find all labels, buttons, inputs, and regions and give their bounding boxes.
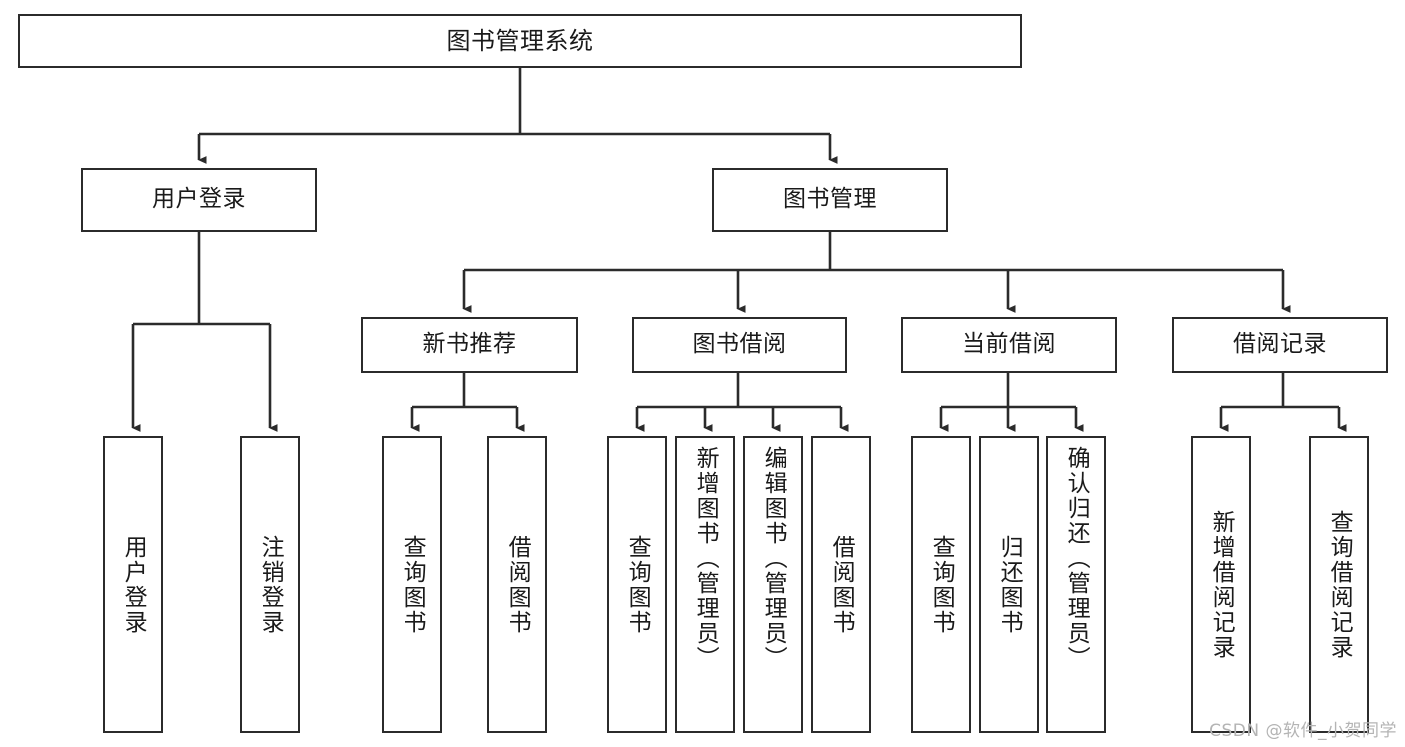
- node-book-management[interactable]: 图书管理: [712, 168, 948, 232]
- node-book-borrow[interactable]: 图书借阅: [632, 317, 847, 373]
- leaf-label: 借阅图书: [504, 534, 531, 635]
- leaf-edit-book-admin[interactable]: 编辑图书（管理员）: [743, 436, 803, 733]
- leaf-query-book-current[interactable]: 查询图书: [911, 436, 971, 733]
- leaf-query-book-recommend[interactable]: 查询图书: [382, 436, 442, 733]
- leaf-user-logout[interactable]: 注销登录: [240, 436, 300, 733]
- node-label: 新书推荐: [422, 331, 517, 358]
- node-borrow-record[interactable]: 借阅记录: [1172, 317, 1388, 373]
- leaf-label: 归还图书: [996, 534, 1023, 635]
- leaf-label: 查询图书: [624, 534, 651, 635]
- leaf-borrow-book-recommend[interactable]: 借阅图书: [487, 436, 547, 733]
- node-current-borrow[interactable]: 当前借阅: [901, 317, 1117, 373]
- csdn-watermark: CSDN @软件_小贺同学: [1209, 721, 1397, 741]
- leaf-return-book[interactable]: 归还图书: [979, 436, 1039, 733]
- node-new-book-recommend[interactable]: 新书推荐: [361, 317, 578, 373]
- node-root-book-management-system[interactable]: 图书管理系统: [18, 14, 1022, 68]
- leaf-label: 新增借阅记录: [1208, 509, 1235, 660]
- node-label: 当前借阅: [962, 331, 1056, 358]
- leaf-query-borrow-record[interactable]: 查询借阅记录: [1309, 436, 1369, 733]
- leaf-add-borrow-record[interactable]: 新增借阅记录: [1191, 436, 1251, 733]
- node-label: 图书管理系统: [446, 26, 594, 55]
- node-label: 借阅记录: [1233, 331, 1327, 358]
- leaf-label: 查询借阅记录: [1326, 509, 1353, 660]
- leaf-query-book-borrow[interactable]: 查询图书: [607, 436, 667, 733]
- node-user-login[interactable]: 用户登录: [81, 168, 317, 232]
- node-label: 用户登录: [152, 186, 246, 213]
- node-label: 图书借阅: [692, 331, 787, 358]
- leaf-label: 确认归还（管理员）: [1063, 446, 1090, 671]
- leaf-add-book-admin[interactable]: 新增图书（管理员）: [675, 436, 735, 733]
- leaf-label: 用户登录: [120, 534, 147, 635]
- leaf-user-login[interactable]: 用户登录: [103, 436, 163, 733]
- node-label: 图书管理: [783, 186, 877, 213]
- leaf-label: 借阅图书: [828, 534, 855, 635]
- leaf-confirm-return-admin[interactable]: 确认归还（管理员）: [1046, 436, 1106, 733]
- leaf-label: 查询图书: [399, 534, 426, 635]
- leaf-label: 新增图书（管理员）: [692, 446, 719, 671]
- leaf-label: 编辑图书（管理员）: [760, 446, 787, 671]
- leaf-borrow-book[interactable]: 借阅图书: [811, 436, 871, 733]
- leaf-label: 注销登录: [257, 534, 284, 635]
- leaf-label: 查询图书: [928, 534, 955, 635]
